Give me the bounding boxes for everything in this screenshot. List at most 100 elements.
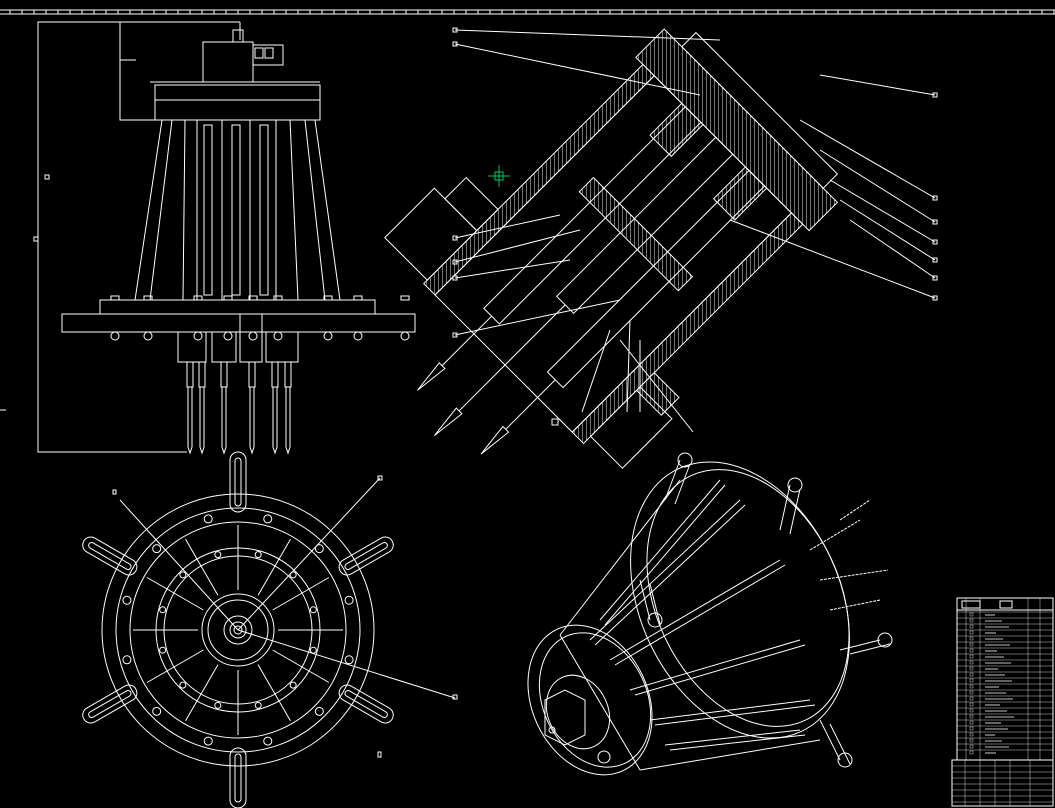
leader-line <box>581 329 611 413</box>
rod <box>594 504 746 646</box>
spindle <box>231 124 241 296</box>
bolt-head <box>110 295 120 301</box>
parts-row-index <box>969 702 974 707</box>
bolt-hole <box>214 701 222 709</box>
bolt <box>143 331 153 341</box>
rod <box>599 479 721 621</box>
radial-bar <box>272 649 330 683</box>
section-view[interactable] <box>311 0 938 546</box>
leader-tag <box>932 195 938 201</box>
parts-row-index <box>969 750 974 755</box>
drill-bit <box>187 387 193 455</box>
drill-bit <box>285 387 291 455</box>
parts-row-index <box>969 720 974 725</box>
plan-view[interactable] <box>80 451 458 808</box>
drill-bit <box>819 569 889 581</box>
parts-row-index <box>969 654 974 659</box>
rod <box>134 119 163 301</box>
arm <box>829 723 851 765</box>
bolt-head <box>223 295 233 301</box>
bolt <box>273 331 283 341</box>
spindle <box>203 124 213 296</box>
chuck <box>284 361 292 388</box>
bolt-head <box>353 295 363 301</box>
rod <box>654 704 816 726</box>
arm <box>789 488 801 535</box>
title-block-frame <box>951 597 1054 807</box>
bolt-head <box>323 295 333 301</box>
bolt <box>193 331 203 341</box>
rod <box>314 119 341 301</box>
parts-row-index <box>969 678 974 683</box>
leader-tag <box>452 41 458 47</box>
bolt-hole <box>309 606 317 614</box>
front-elevation-view[interactable] <box>0 21 416 455</box>
parts-row-index <box>969 684 974 689</box>
drill-bit <box>809 519 861 551</box>
parts-row-index <box>969 732 974 737</box>
rod <box>149 119 173 301</box>
bolt-hole <box>159 606 167 614</box>
bolt-hole <box>254 551 262 559</box>
slot-arm <box>229 747 247 808</box>
leader-line <box>799 119 936 199</box>
bolt-hole <box>122 595 132 605</box>
leader-tag <box>452 235 458 241</box>
bolt-hole <box>152 544 162 554</box>
arm-end <box>677 452 693 468</box>
parts-row-index <box>969 630 974 635</box>
bolt-hole <box>263 736 273 746</box>
parts-row-index <box>969 696 974 701</box>
arm <box>849 643 891 655</box>
rod <box>589 499 741 641</box>
parts-row-index <box>969 612 974 617</box>
radial-bar <box>185 664 219 722</box>
leader-tag <box>932 275 938 281</box>
chuck <box>198 361 206 388</box>
chuck <box>271 361 279 388</box>
parts-row-index <box>969 708 974 713</box>
leader-line <box>454 229 581 263</box>
bolt-hole <box>203 514 213 524</box>
parts-row-index <box>969 660 974 665</box>
bolt-hole <box>122 655 132 665</box>
leader-line <box>849 219 936 279</box>
isometric-view[interactable] <box>504 426 893 795</box>
leader-tag <box>452 332 458 338</box>
chuck <box>248 361 256 388</box>
bolt-hole <box>254 701 262 709</box>
leader-line <box>454 299 621 336</box>
arm <box>639 579 651 621</box>
slot-arm <box>338 684 394 724</box>
rod <box>649 699 811 721</box>
leader-tag <box>452 27 458 33</box>
rod <box>614 564 786 666</box>
bolt-hole <box>179 681 187 689</box>
slot-arm <box>82 684 138 724</box>
leader-line <box>829 179 936 243</box>
rod <box>304 119 326 301</box>
arm-end <box>787 477 803 493</box>
leader-tag <box>932 295 938 301</box>
bolt <box>353 331 363 341</box>
chuck <box>220 361 228 388</box>
bolt-hole <box>289 681 297 689</box>
leader-line <box>454 259 571 279</box>
drill-bit <box>249 387 255 455</box>
radial-bar <box>146 577 204 611</box>
drill-bit <box>221 387 227 455</box>
leader-line <box>729 219 936 299</box>
bolt-hole <box>344 595 354 605</box>
parts-row-index <box>969 642 974 647</box>
rod <box>604 484 726 626</box>
parts-row-index <box>969 726 974 731</box>
bolt <box>323 331 333 341</box>
leader-tag <box>452 275 458 281</box>
parts-row-index <box>969 690 974 695</box>
rod <box>182 119 186 301</box>
leader-line <box>839 199 936 261</box>
bolt-head <box>143 295 153 301</box>
bolt <box>248 331 258 341</box>
bolt-hole <box>152 706 162 716</box>
